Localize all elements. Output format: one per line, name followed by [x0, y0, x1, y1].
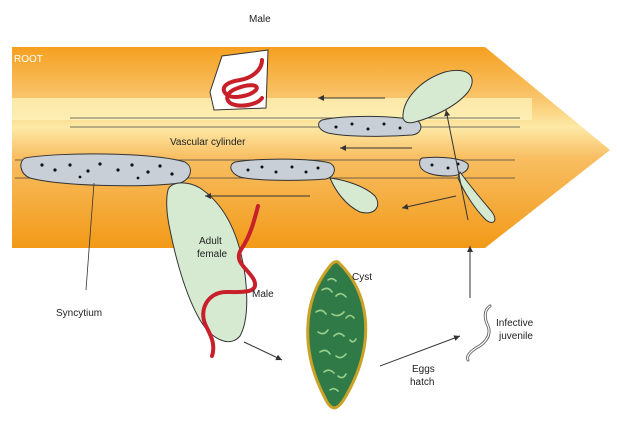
- label-infective-line2: juvenile: [499, 331, 533, 343]
- label-eggs-line2: hatch: [410, 377, 434, 389]
- label-male-top: Male: [249, 14, 271, 26]
- label-male-lower: Male: [252, 289, 274, 301]
- root-shape: [12, 47, 610, 248]
- label-adult-female-line1: Adult: [199, 236, 222, 248]
- syncytium-middle: [231, 159, 335, 180]
- label-syncytium: Syncytium: [56, 308, 102, 320]
- arrow-to-cyst: [244, 342, 282, 360]
- label-eggs-line1: Eggs: [412, 364, 435, 376]
- label-adult-female-line2: female: [197, 249, 227, 261]
- label-cyst: Cyst: [352, 272, 372, 284]
- syncytium-left: [21, 154, 191, 186]
- arrow-hatch: [380, 336, 460, 366]
- label-infective-line1: Infective: [496, 318, 533, 330]
- label-root: ROOT: [14, 54, 43, 66]
- label-vascular-cylinder: Vascular cylinder: [170, 137, 245, 149]
